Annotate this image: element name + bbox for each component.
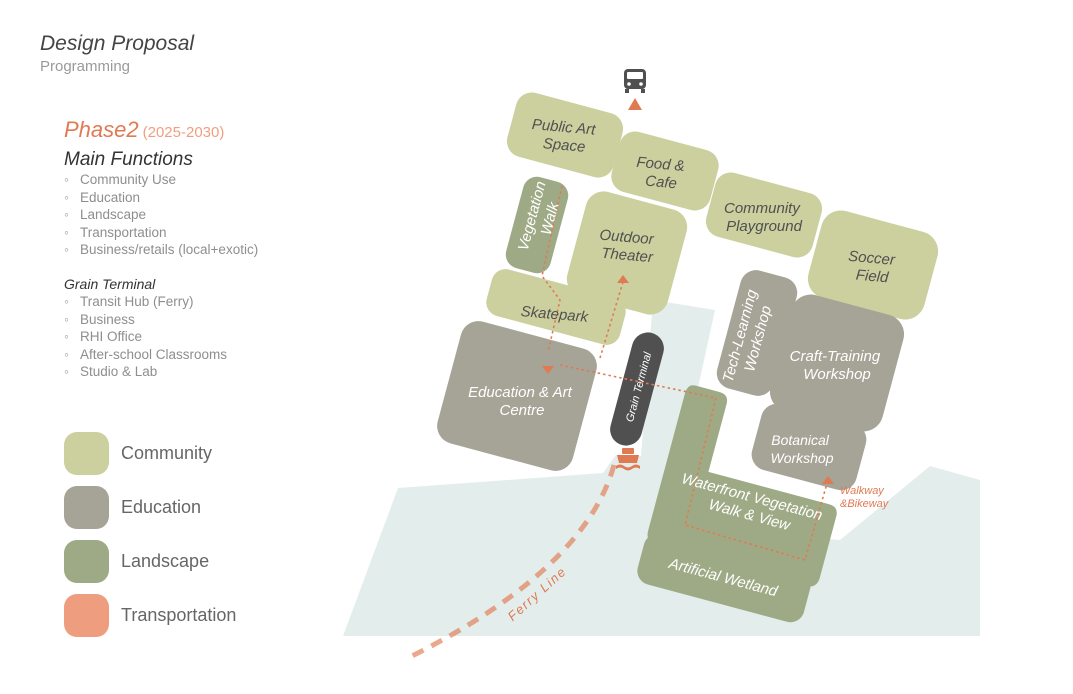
pedestrian-paths xyxy=(541,185,829,561)
phase-years: (2025-2030) xyxy=(142,124,225,141)
block-community-playground xyxy=(705,172,823,258)
block-artificial-wetland xyxy=(637,533,811,623)
list-item: Business/retails (local+exotic) xyxy=(64,241,258,259)
legend-label: Community xyxy=(121,443,213,463)
label-community-playground: Community Playground xyxy=(724,200,804,235)
block-education-art-centre xyxy=(437,321,597,471)
legend-label: Landscape xyxy=(121,551,210,571)
page-title: Design Proposal xyxy=(40,32,195,55)
phase-name: Phase2 xyxy=(64,117,139,142)
legend-swatch xyxy=(64,594,109,637)
path-waterfront xyxy=(684,397,829,561)
label-walkway-bikeway: Walkway &Bikeway xyxy=(840,485,890,510)
list-item: Community Use xyxy=(64,171,258,189)
block-botanical-workshop xyxy=(751,403,867,491)
block-outdoor-theater xyxy=(566,191,688,315)
label-skatepark: Skatepark xyxy=(520,303,590,326)
path-arrows xyxy=(542,275,834,484)
path-main-crossing xyxy=(559,364,717,399)
main-functions-list: Community Use Education Landscape Transp… xyxy=(64,171,258,259)
list-item: RHI Office xyxy=(64,328,227,346)
grain-terminal-list: Transit Hub (Ferry) Business RHI Office … xyxy=(64,293,227,381)
arrow-down-icon xyxy=(542,366,554,374)
path-outdoor-theater xyxy=(599,281,624,359)
label-botanical-workshop: Botanical Workshop xyxy=(770,432,833,466)
label-education-art-centre: Education & Art Centre xyxy=(468,384,576,419)
legend-swatch xyxy=(64,540,109,583)
block-waterfront-vegetation xyxy=(647,385,837,587)
legend-label: Education xyxy=(121,497,202,517)
label-craft-training: Craft-Training Workshop xyxy=(790,348,885,383)
main-functions-heading: Main Functions xyxy=(64,149,193,170)
label-public-art-space: Public Art Space xyxy=(530,116,601,157)
block-soccer-field xyxy=(807,210,939,320)
ferry-line xyxy=(406,464,617,661)
path-vegetation-walk xyxy=(541,185,563,353)
arrow-up-icon xyxy=(617,275,629,283)
list-item: Business xyxy=(64,311,227,329)
page-subtitle: Programming xyxy=(40,58,131,75)
list-item: Landscape xyxy=(64,206,258,224)
grain-terminal-heading: Grain Terminal xyxy=(64,276,156,292)
legend-swatch xyxy=(64,486,109,529)
bus-icon xyxy=(624,69,646,93)
legend-label: Transportation xyxy=(121,605,237,625)
list-item: Studio & Lab xyxy=(64,363,227,381)
block-public-art-space xyxy=(506,92,624,178)
phase-heading: Phase2(2025-2030) xyxy=(64,117,224,143)
legend-swatch xyxy=(64,432,109,475)
list-item: Transportation xyxy=(64,224,258,242)
block-food-cafe xyxy=(611,131,719,211)
label-soccer-field: Soccer Field xyxy=(846,248,900,287)
list-item: Education xyxy=(64,189,258,207)
block-vegetation-walk xyxy=(505,176,569,274)
list-item: After-school Classrooms xyxy=(64,346,227,364)
label-food-cafe: Food & Cafe xyxy=(634,154,689,193)
label-outdoor-theater: Outdoor Theater xyxy=(597,227,658,267)
ferry-icon xyxy=(616,448,640,471)
block-grain-terminal xyxy=(610,332,664,446)
arrow-up-icon xyxy=(822,476,834,484)
block-craft-training xyxy=(769,294,905,432)
block-skatepark xyxy=(486,269,626,345)
list-item: Transit Hub (Ferry) xyxy=(64,293,227,311)
up-triangle-icon xyxy=(628,98,642,110)
